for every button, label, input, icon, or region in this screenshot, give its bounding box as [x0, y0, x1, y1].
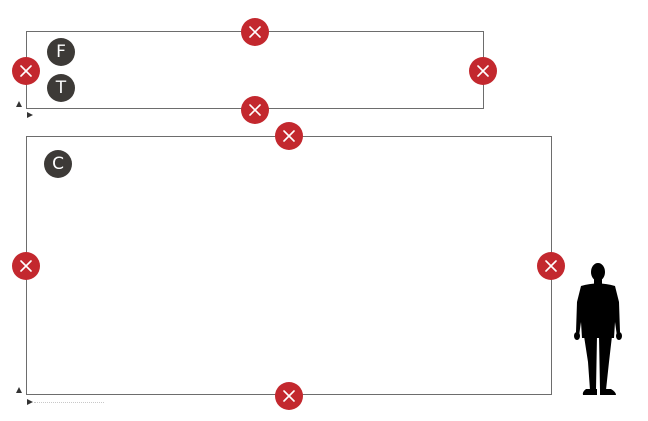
remove-bottom-panel-bottom-edge-button[interactable]: [275, 382, 303, 410]
remove-bottom-panel-top-edge-button[interactable]: [275, 122, 303, 150]
remove-bottom-panel-right-edge-button[interactable]: [537, 252, 565, 280]
person-silhouette-icon: [574, 263, 622, 395]
arrow-right-icon: [27, 112, 33, 118]
remove-top-panel-bottom-edge-button[interactable]: [241, 96, 269, 124]
bottom-panel-frame: [26, 136, 552, 395]
close-icon: [545, 260, 557, 272]
remove-top-panel-left-edge-button[interactable]: [12, 57, 40, 85]
arrow-up-icon: [16, 101, 22, 107]
close-icon: [283, 130, 295, 142]
remove-top-panel-right-edge-button[interactable]: [469, 57, 497, 85]
close-icon: [20, 260, 32, 272]
badge-f: F: [47, 38, 75, 66]
close-icon: [477, 65, 489, 77]
close-icon: [249, 104, 261, 116]
remove-top-panel-top-edge-button[interactable]: [241, 18, 269, 46]
arrow-up-icon: [16, 387, 22, 393]
badge-t-label: T: [55, 77, 67, 98]
bottom-dotted-guide: [34, 402, 104, 403]
badge-c-label: C: [52, 153, 64, 174]
close-icon: [249, 26, 261, 38]
badge-f-label: F: [56, 41, 66, 62]
badge-t: T: [47, 74, 75, 102]
badge-c: C: [44, 150, 72, 178]
remove-bottom-panel-left-edge-button[interactable]: [12, 252, 40, 280]
close-icon: [20, 65, 32, 77]
close-icon: [283, 390, 295, 402]
arrow-right-icon: [27, 399, 33, 405]
